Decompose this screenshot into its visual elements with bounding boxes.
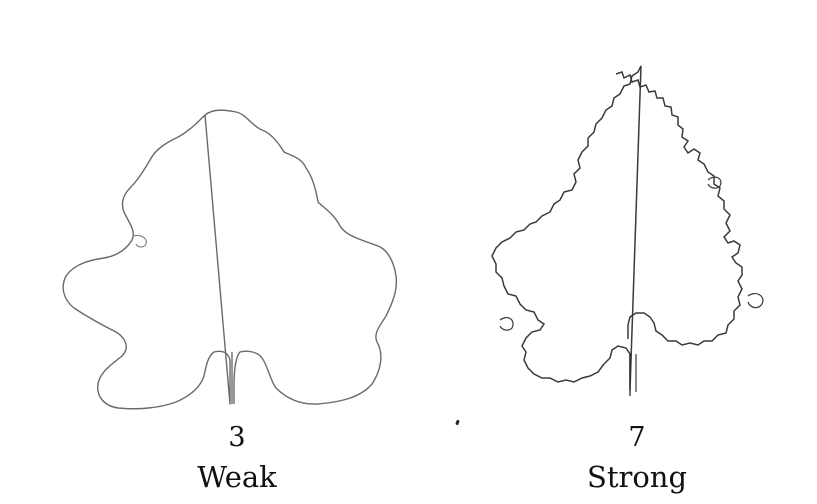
- leaf-strong-lobe-curl-left: [499, 316, 514, 331]
- leaf-weak-outline: [62, 109, 398, 410]
- score-strong: 7: [628, 422, 646, 453]
- caption-strong: 7 Strong: [487, 424, 787, 492]
- label-weak: Weak: [197, 460, 277, 494]
- leaf-weak-sinus-lobe: [133, 234, 147, 248]
- leaf-weak-blade: [62, 109, 398, 410]
- leaf-strong-blade: [491, 65, 743, 391]
- leaf-strong-lobe-curl-right: [747, 292, 764, 309]
- leaf-strong-lobe-curl-top: [707, 176, 722, 189]
- caption-weak: 3 Weak: [87, 424, 387, 492]
- label-strong: Strong: [586, 460, 688, 494]
- score-weak: 3: [228, 422, 246, 453]
- leaf-strong-outline: [491, 65, 764, 396]
